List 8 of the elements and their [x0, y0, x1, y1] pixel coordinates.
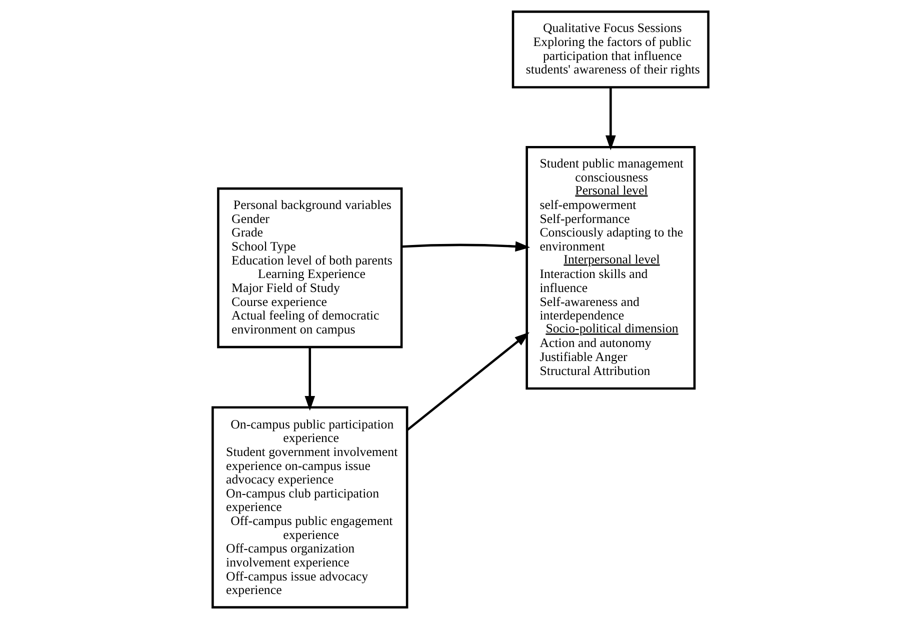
- arrow: [401, 241, 530, 252]
- node-box: Student public management consciousness Personal level self-empowerment Self-performance Consciously adapting to the environment Interpersonal level Interaction skills and influence Self-awareness and interdependence Socio-political dimension Action and autonomy Justifiable Anger Structural Attribution: [525, 146, 696, 390]
- node-box: Qualitative Focus Sessions Exploring the factors of public participation that influence students' awareness of their rights: [511, 10, 709, 88]
- node-box: Personal background variables Gender Grade School Type Education level of both parents Learning Experience Major Field of Study Course experience Actual feeling of democratic environment on campus: [216, 187, 402, 348]
- arrow: [406, 332, 529, 431]
- arrow: [304, 347, 315, 411]
- node-box: On-campus public participation experience Student government involvement experience on-campus issue advocacy experience On-campus club participation experience Off-campus public engagement experience Off-campus organization involvement experience Off-campus issue advocacy experience: [211, 406, 408, 608]
- arrow: [604, 87, 616, 150]
